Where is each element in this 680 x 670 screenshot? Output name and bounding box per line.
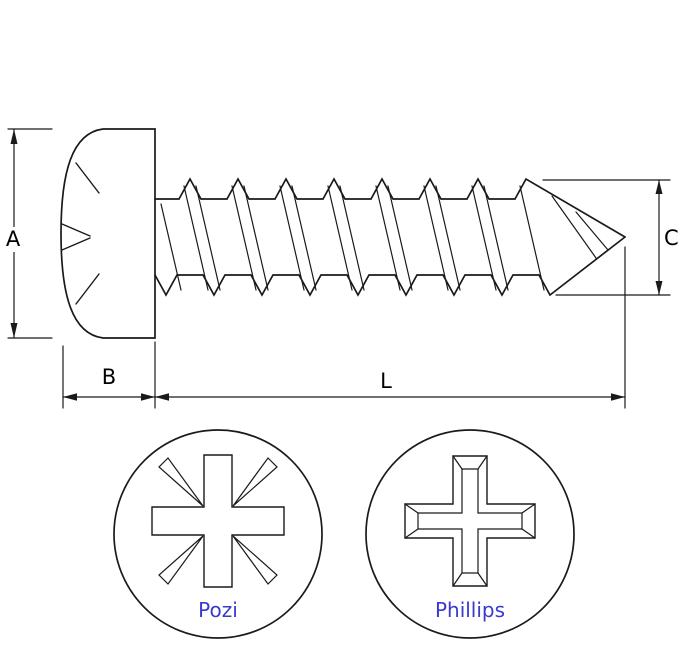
dimension-l: L bbox=[154, 246, 626, 409]
thread-top-outline bbox=[154, 177, 626, 238]
dim-l-arrow-left bbox=[155, 393, 169, 401]
dim-b-arrow-right bbox=[141, 393, 155, 401]
pozi-wedge-sw bbox=[158, 535, 204, 585]
pozi-label: Pozi bbox=[198, 598, 238, 622]
screw-side-view bbox=[60, 128, 626, 339]
pozi-wedge-nw bbox=[158, 457, 204, 507]
dim-a-arrow-down bbox=[10, 323, 18, 338]
pozi-drive-view: Pozi bbox=[113, 429, 323, 639]
phillips-label: Phillips bbox=[435, 598, 505, 622]
dimension-a: A bbox=[0, 128, 53, 339]
dim-a-label-backing bbox=[0, 227, 27, 252]
dim-l-label: L bbox=[380, 369, 392, 393]
screw-head-outline bbox=[60, 128, 156, 339]
dim-a-extension-lines bbox=[7, 128, 53, 339]
phillips-chamfer-lines bbox=[404, 455, 536, 587]
dim-b-arrow-left bbox=[63, 393, 77, 401]
thread-flank-lines bbox=[160, 185, 545, 291]
phillips-drive-view: Phillips bbox=[365, 429, 575, 639]
dim-a-label: A bbox=[6, 227, 21, 251]
dim-c-label: C bbox=[664, 226, 679, 250]
thread-bottom-outline bbox=[154, 236, 626, 297]
pozi-cross-outline bbox=[151, 454, 285, 588]
phillips-outer-cross bbox=[404, 455, 536, 587]
dimension-c: C bbox=[542, 179, 679, 296]
dim-c-arrow-up bbox=[655, 180, 663, 194]
dim-a-arrow-up bbox=[10, 129, 18, 144]
pozi-wedge-ne bbox=[232, 457, 278, 507]
pozi-circle bbox=[113, 429, 323, 639]
dim-l-arrow-right bbox=[611, 393, 625, 401]
tip-flank-lines bbox=[551, 195, 609, 259]
dimension-b: B bbox=[62, 341, 156, 409]
phillips-inner-cross bbox=[417, 468, 523, 574]
phillips-circle bbox=[365, 429, 575, 639]
pozi-wedge-se bbox=[232, 535, 278, 585]
dim-b-label: B bbox=[102, 365, 116, 389]
head-recess-marks bbox=[61, 162, 100, 305]
dim-l-label-backing bbox=[374, 368, 399, 392]
dim-c-extension-lines bbox=[542, 179, 671, 296]
dim-c-arrow-down bbox=[655, 281, 663, 295]
